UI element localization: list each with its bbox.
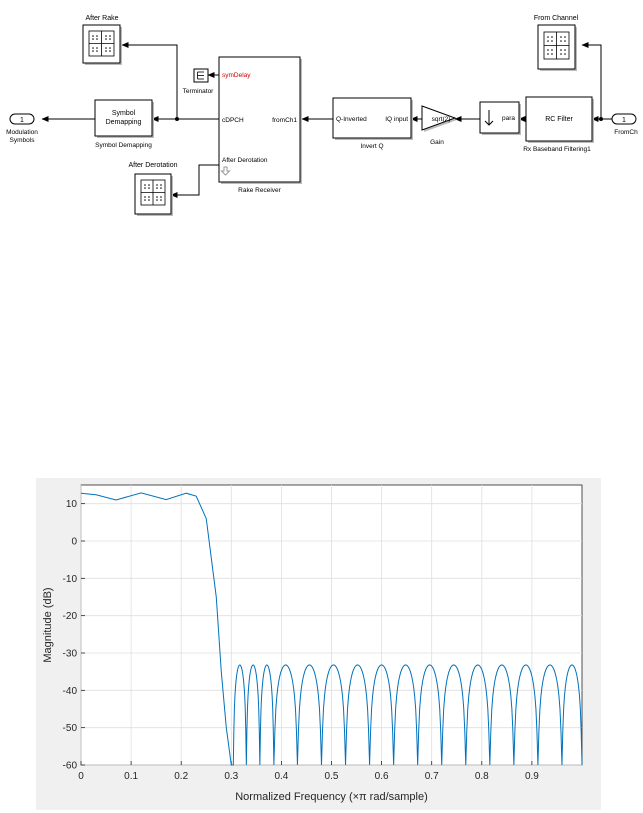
down-arrow-icon <box>484 110 494 126</box>
invert-q-block[interactable]: Q-Inverted IQ input Invert Q <box>332 97 413 150</box>
symbol-demapping-text-line1: Symbol <box>112 110 136 117</box>
rc-filter-block[interactable]: RC Filter Rx Baseband Filtering1 <box>523 96 594 153</box>
x-tick-label: 0 <box>78 771 84 782</box>
rake-port-symdelay: symDelay <box>222 72 251 79</box>
y-tick-label: -10 <box>63 574 78 585</box>
x-tick-label: 0.4 <box>274 771 288 782</box>
x-axis-label: Normalized Frequency (×π rad/sample) <box>235 791 428 803</box>
x-tick-label: 0.9 <box>525 771 539 782</box>
rc-filter-text: RC Filter <box>545 116 573 123</box>
down-arrow-icon <box>220 166 231 176</box>
scope-from-channel-title: From Channel <box>534 15 579 22</box>
downsample-port-label: para <box>502 115 515 122</box>
output-port-label-line1: Modulation <box>6 129 38 136</box>
output-port[interactable]: 1 Modulation Symbols <box>6 113 38 144</box>
downsample-block[interactable]: para <box>479 101 521 135</box>
constellation-icon <box>144 184 162 201</box>
symbol-demapping-text-line2: Demapping <box>106 119 142 126</box>
y-tick-label: -20 <box>63 611 78 622</box>
gain-block[interactable]: sqrt(2) Gain <box>421 105 457 146</box>
output-port-number: 1 <box>20 117 24 124</box>
constellation-icon <box>92 35 111 52</box>
chart-panel: 0 0.1 0.2 0.3 0.4 0.5 0.6 0.7 0.8 0.9 10 0 -10 -20 -30… <box>36 478 601 810</box>
signal-lines <box>41 42 612 198</box>
x-tick-label: 0.2 <box>174 771 188 782</box>
simulink-block-diagram: After Rake From Channel After Derotation <box>6 15 638 216</box>
input-port-number: 1 <box>622 117 626 124</box>
series-line-magnitude <box>80 492 583 766</box>
gain-caption: Gain <box>430 139 444 146</box>
constellation-icon <box>547 36 566 55</box>
x-tick-label: 0.7 <box>425 771 439 782</box>
scope-after-rake[interactable]: After Rake <box>82 15 122 65</box>
y-tick-label: -30 <box>63 649 78 660</box>
magnitude-response-chart: 0 0.1 0.2 0.3 0.4 0.5 0.6 0.7 0.8 0.9 10 0 -10 -20 -30… <box>42 484 583 803</box>
scope-after-rake-title: After Rake <box>85 15 118 22</box>
x-tick-label: 0.6 <box>375 771 389 782</box>
x-tick-label: 0.5 <box>325 771 339 782</box>
terminator-icon <box>197 71 204 80</box>
symbol-demapping-block[interactable]: Symbol Demapping Symbol Demapping <box>94 99 154 149</box>
y-tick-label: -40 <box>63 686 78 697</box>
terminator-caption: Terminator <box>183 88 215 95</box>
scope-after-derotation[interactable]: After Derotation <box>128 162 178 216</box>
invert-q-port-out: Q-Inverted <box>336 116 367 123</box>
gain-text: sqrt(2) <box>432 116 451 123</box>
y-tick-label: 10 <box>66 499 78 510</box>
invert-q-port-in: IQ input <box>385 116 408 123</box>
symbol-demapping-caption: Symbol Demapping <box>95 142 152 149</box>
invert-q-caption: Invert Q <box>360 143 383 150</box>
rake-receiver-caption: Rake Receiver <box>238 187 281 194</box>
y-tick-label: -60 <box>63 761 78 772</box>
x-tick-label: 0.3 <box>224 771 238 782</box>
y-axis-label: Magnitude (dB) <box>42 587 54 662</box>
rake-port-dpch: cDPCH <box>222 117 244 124</box>
output-port-label-line2: Symbols <box>10 137 36 144</box>
scope-after-derotation-title: After Derotation <box>128 162 177 169</box>
rake-port-derotation: After Derotation <box>222 157 268 164</box>
rake-receiver-block[interactable]: symDelay cDPCH fromCh1 After Derotation … <box>218 56 302 194</box>
scope-from-channel[interactable]: From Channel <box>534 15 579 71</box>
y-tick-label: -50 <box>63 723 78 734</box>
rc-filter-caption: Rx Baseband Filtering1 <box>523 146 591 153</box>
rake-port-fromch: fromCh1 <box>272 117 297 124</box>
axis-ticks: 0 0.1 0.2 0.3 0.4 0.5 0.6 0.7 0.8 0.9 10 0 -10 -20 -30… <box>63 499 540 782</box>
input-port-label: FromCh <box>614 129 638 136</box>
terminator-block[interactable]: Terminator <box>183 68 215 95</box>
x-tick-label: 0.8 <box>475 771 489 782</box>
x-tick-label: 0.1 <box>124 771 138 782</box>
input-port[interactable]: 1 FromCh <box>611 113 638 136</box>
y-tick-label: 0 <box>71 537 77 548</box>
